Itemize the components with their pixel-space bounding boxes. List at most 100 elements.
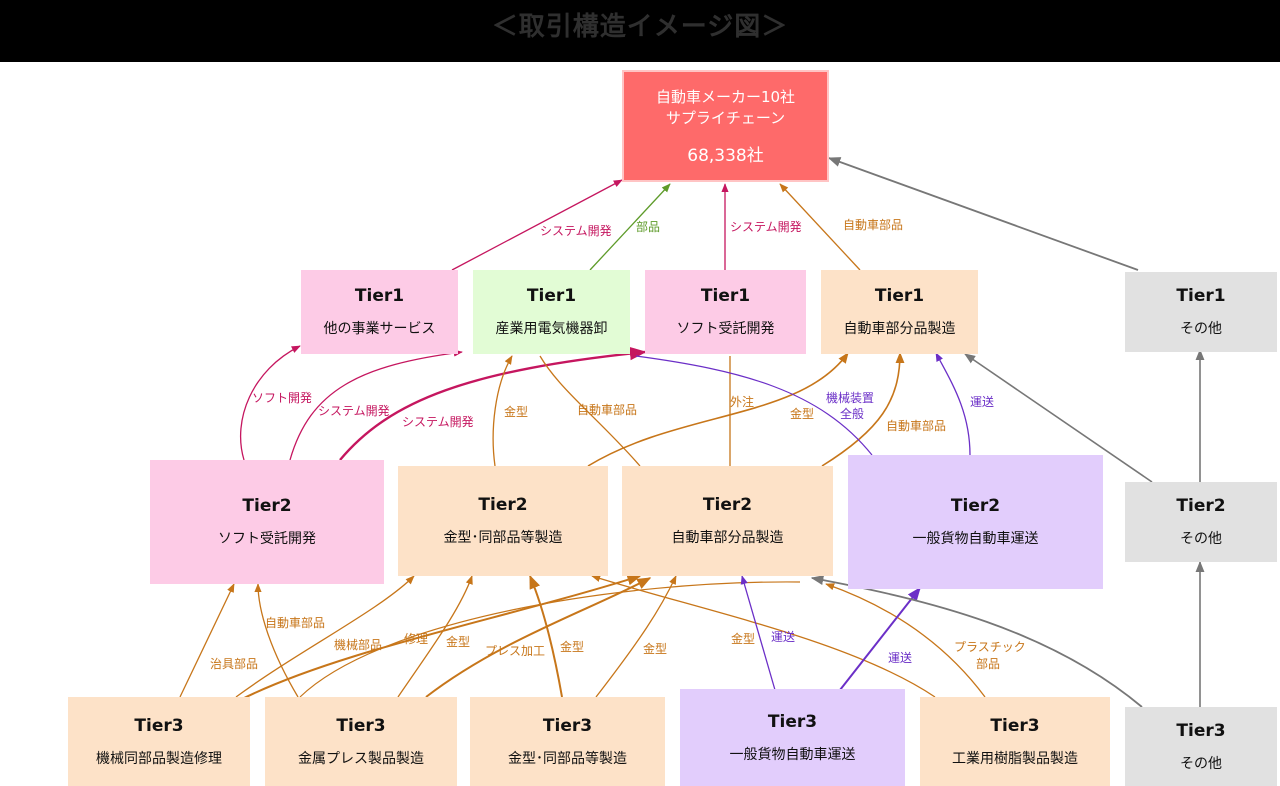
edge-t3-machine-to-t2-mold [235, 575, 415, 698]
edge-t2-soft-to-t1-service-a [240, 345, 301, 461]
edge-t3-transport-to-t2-transport [839, 586, 921, 691]
tier3-node-other: Tier3 その他 [1125, 707, 1277, 786]
label-auto-parts-b: 自動車部品 [886, 418, 946, 433]
label-mold-a: 金型 [504, 404, 528, 419]
label-plastic-1: プラスチック [954, 640, 1026, 654]
edge-t3-machine-to-t2-auto [239, 574, 642, 701]
label-press: プレス加工 [485, 644, 545, 658]
edge-t3-transport-to-t2-auto [740, 575, 776, 691]
label-soft-dev: ソフト開発 [252, 391, 312, 405]
tier-label: Tier2 [702, 495, 753, 515]
edge-t3-press-to-t2-soft [254, 583, 299, 698]
node-name: 一般貨物自動車運送 [912, 531, 1039, 547]
edge-t2-mold-to-t1-auto [587, 352, 849, 467]
label-machine-parts: 機械部品 [334, 637, 382, 652]
edge-t2-transport-to-t1-soft [635, 355, 873, 456]
label-machine-equipment-2: 全般 [840, 406, 864, 421]
label-auto-parts-a: 自動車部品 [577, 402, 637, 417]
edge-t2-auto-to-t1-auto [821, 351, 905, 467]
edge-t3-press-to-t2-auto-b [299, 581, 801, 698]
label-repair: 修理 [404, 631, 428, 646]
edge-t3-press-to-t2-mold [397, 575, 473, 698]
root-line1: 自動車メーカー10社 [655, 87, 796, 106]
tier2-node-software: Tier2 ソフト受託開発 [150, 460, 384, 584]
edge-t2-soft-to-t1-soft [339, 346, 647, 461]
edge-t3-machine-to-t2-soft [179, 583, 235, 698]
edge-t2-auto-to-t1-electric [539, 355, 641, 467]
tier-label: Tier3 [990, 715, 1040, 736]
tier1-node-other: Tier1 その他 [1125, 272, 1277, 352]
edge-t3-resin-to-t2-mold [591, 574, 936, 698]
tier-label: Tier3 [134, 715, 184, 736]
tier1-node-auto-parts: Tier1 自動車部分品製造 [821, 270, 978, 354]
label-sys-dev-root2: システム開発 [730, 220, 802, 234]
node-name: その他 [1180, 755, 1222, 772]
tier2-node-mold: Tier2 金型･同部品等製造 [398, 466, 608, 576]
label-jig-parts: 治具部品 [210, 656, 258, 671]
label-transport-a: 運送 [970, 394, 994, 409]
page-title: ＜取引構造イメージ図＞ [491, 12, 789, 42]
label-mold-b: 金型 [790, 406, 814, 421]
tier1-node-business-service: Tier1 他の事業サービス [301, 270, 458, 354]
tier3-node-freight: Tier3 一般貨物自動車運送 [680, 689, 905, 786]
edge-t3-resin-to-t2-auto [825, 583, 986, 698]
label-transport-b: 運送 [771, 629, 795, 644]
root-node-automaker: 自動車メーカー10社 サプライチェーン 68,338社 [622, 70, 829, 182]
tier2-node-other: Tier2 その他 [1125, 482, 1277, 562]
label-transport-c: 運送 [888, 650, 912, 665]
tier-label: Tier1 [1176, 286, 1226, 306]
tier-label: Tier3 [542, 715, 593, 736]
tier-label: Tier3 [767, 711, 818, 732]
edge-t3-mold-to-t2-mold [529, 574, 563, 698]
tier-label: Tier2 [950, 496, 1001, 516]
header-bar: ＜取引構造イメージ図＞ [0, 0, 1280, 62]
edge-t2-mold-to-t1-electric [492, 355, 513, 467]
tier3-node-mold: Tier3 金型･同部品等製造 [470, 697, 665, 786]
node-name: ソフト受託開発 [676, 321, 775, 337]
tier3-node-metal-press: Tier3 金属プレス製品製造 [265, 697, 457, 786]
tier1-node-electric-wholesale: Tier1 産業用電気機器卸 [473, 270, 630, 354]
label-mold-c: 金型 [446, 634, 470, 649]
edge-t1-service-to-root [451, 179, 623, 271]
label-mold-f: 金型 [731, 631, 755, 646]
tier-label: Tier1 [354, 286, 405, 306]
label-parts-root: 部品 [636, 219, 660, 234]
label-plastic-2: 部品 [976, 656, 1000, 671]
label-auto-parts-c: 自動車部品 [265, 615, 325, 630]
node-name: 他の事業サービス [323, 321, 436, 337]
edge-t1-auto-to-root [779, 183, 861, 271]
node-name: 自動車部分品製造 [671, 530, 784, 546]
node-name: 自動車部分品製造 [843, 321, 956, 337]
tier-label: Tier3 [336, 715, 386, 736]
label-sys-dev-root: システム開発 [540, 224, 612, 238]
tier-label: Tier1 [874, 286, 925, 306]
node-name: その他 [1180, 321, 1222, 337]
tier-label: Tier2 [478, 495, 528, 515]
node-name: 金型･同部品等製造 [508, 750, 627, 767]
tier-label: Tier2 [242, 496, 292, 516]
label-machine-equipment-1: 機械装置 [826, 390, 874, 405]
tier2-node-auto-parts: Tier2 自動車部分品製造 [622, 466, 833, 576]
label-outsource: 外注 [730, 394, 754, 409]
node-name: ソフト受託開発 [218, 531, 316, 547]
tier3-node-machine-repair: Tier3 機械同部品製造修理 [68, 697, 250, 786]
tier-label: Tier1 [526, 286, 577, 306]
node-name: 金型･同部品等製造 [443, 530, 563, 546]
tier-label: Tier3 [1176, 720, 1226, 741]
tier1-node-software: Tier1 ソフト受託開発 [645, 270, 806, 354]
edge-t1-other-to-root [827, 157, 1139, 271]
edge-t2-soft-to-t1-electric [289, 349, 463, 461]
edge-t3-press-to-t2-auto [425, 577, 652, 698]
label-mold-e: 金型 [643, 641, 667, 656]
node-name: 産業用電気機器卸 [495, 321, 608, 337]
node-name: 工業用樹脂製品製造 [952, 750, 1078, 767]
root-count: 68,338社 [687, 145, 764, 166]
tier2-node-freight: Tier2 一般貨物自動車運送 [848, 455, 1103, 589]
root-line2: サプライチェーン [665, 108, 786, 127]
label-sys-dev-b: システム開発 [402, 415, 474, 429]
label-mold-d: 金型 [560, 639, 584, 654]
edge-t2-transport-to-t1-auto [935, 352, 971, 456]
edge-t2-other-to-t1-auto [964, 353, 1153, 483]
node-name: 一般貨物自動車運送 [729, 746, 856, 763]
